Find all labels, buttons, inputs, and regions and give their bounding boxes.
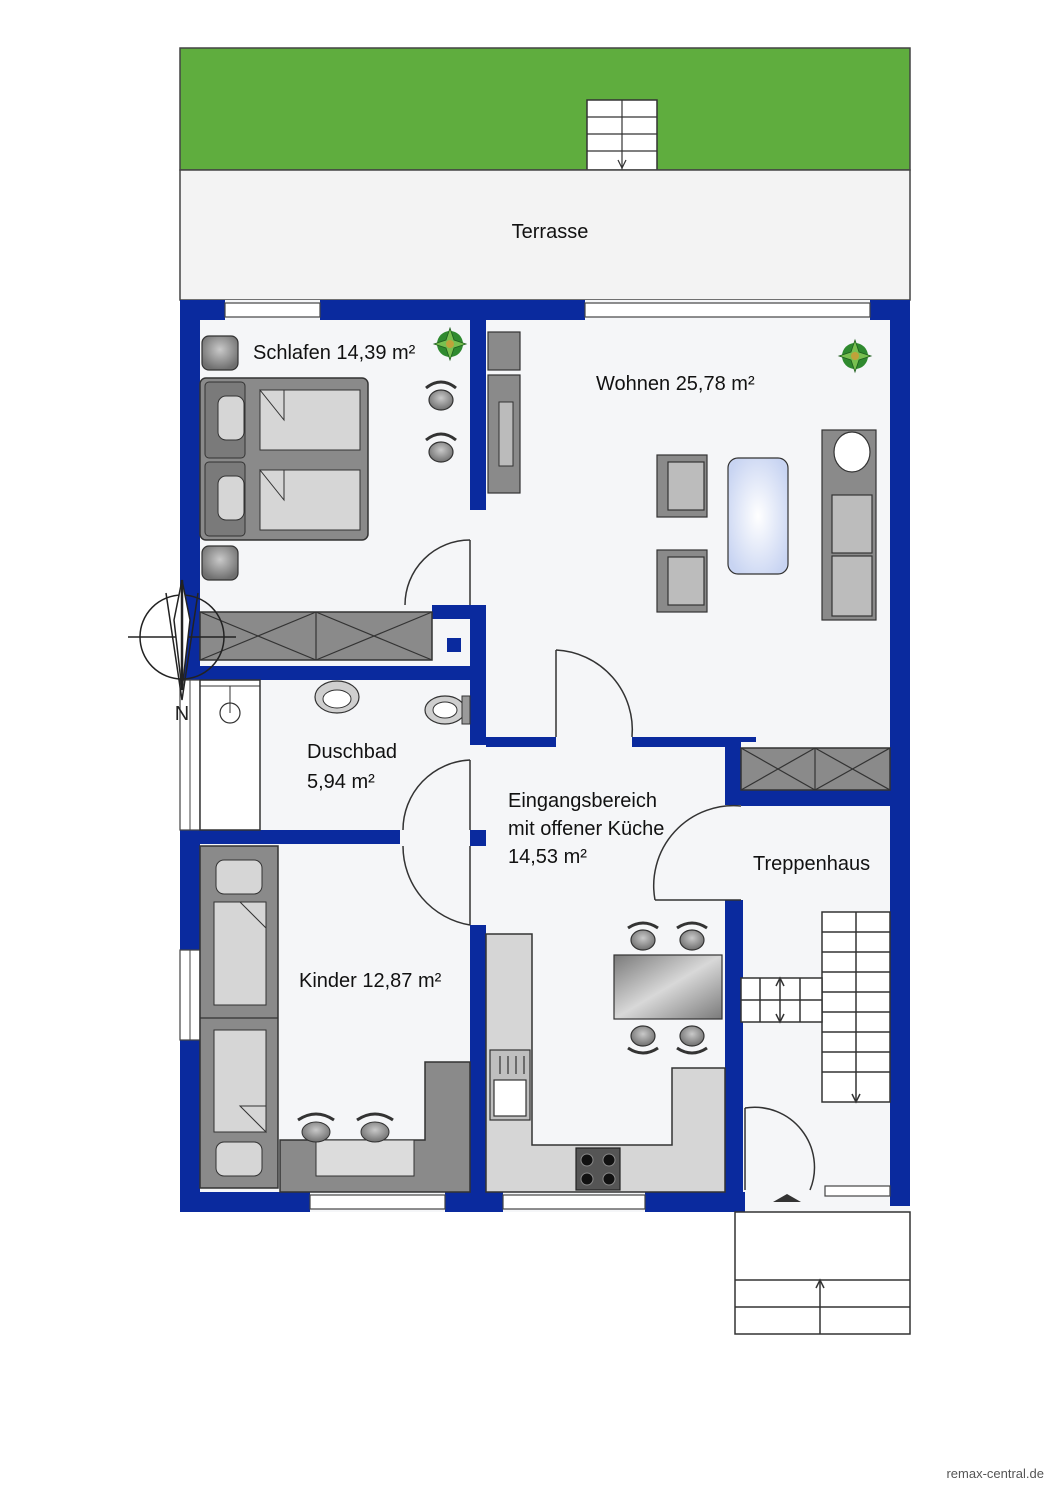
sofa xyxy=(821,429,877,621)
entrance-arrow xyxy=(773,1194,801,1202)
room-label-kinder: Kinder 12,87 m² xyxy=(299,970,442,992)
room-label-schlafen: Schlafen 14,39 m² xyxy=(253,342,416,364)
room-label-eingang: Eingangsbereich xyxy=(508,790,657,812)
nightstand xyxy=(201,545,239,581)
washbasin xyxy=(314,680,360,714)
interior-walls xyxy=(200,320,890,1195)
staircase xyxy=(740,911,891,1104)
plant-icon xyxy=(837,338,873,374)
tv-cabinet xyxy=(487,331,521,494)
bedroom-chairs xyxy=(425,380,457,463)
nightstand xyxy=(201,335,239,371)
shower xyxy=(199,679,261,831)
stove xyxy=(575,1147,621,1191)
room-label-duschbad: Duschbad xyxy=(307,741,397,763)
garden-steps xyxy=(586,99,658,171)
entry-steps xyxy=(734,1211,911,1335)
shaft xyxy=(447,638,461,652)
room-area-duschbad: 5,94 m² xyxy=(307,771,375,793)
room-label-eingang-sub: mit offener Küche xyxy=(508,818,664,840)
windows-bottom xyxy=(309,1185,891,1210)
room-label-treppenhaus: Treppenhaus xyxy=(753,853,870,875)
compass-north-label: N xyxy=(175,703,189,725)
desk-kinder xyxy=(279,1061,471,1193)
windows-top xyxy=(224,302,871,318)
plant-icon xyxy=(432,326,468,362)
coffee-table xyxy=(727,457,789,575)
credit-text: remax-central.de xyxy=(946,1466,1044,1481)
double-bed xyxy=(199,377,369,541)
dining-table xyxy=(613,954,723,1020)
armchairs xyxy=(656,454,708,613)
compass-icon xyxy=(128,579,236,701)
dining-chairs xyxy=(627,921,708,1055)
room-area-eingang: 14,53 m² xyxy=(508,846,587,868)
wardrobe-bedroom xyxy=(199,611,433,661)
garden-lawn xyxy=(179,47,911,171)
door-swings xyxy=(402,539,816,1191)
toilet xyxy=(424,695,471,725)
room-label-wohnen: Wohnen 25,78 m² xyxy=(596,373,755,395)
terrace-label: Terrasse xyxy=(512,221,589,243)
kitchen-counter xyxy=(485,933,726,1193)
kitchen-sink xyxy=(489,1049,531,1121)
beds-kinder xyxy=(199,845,279,1189)
wardrobe-hall xyxy=(740,747,891,791)
